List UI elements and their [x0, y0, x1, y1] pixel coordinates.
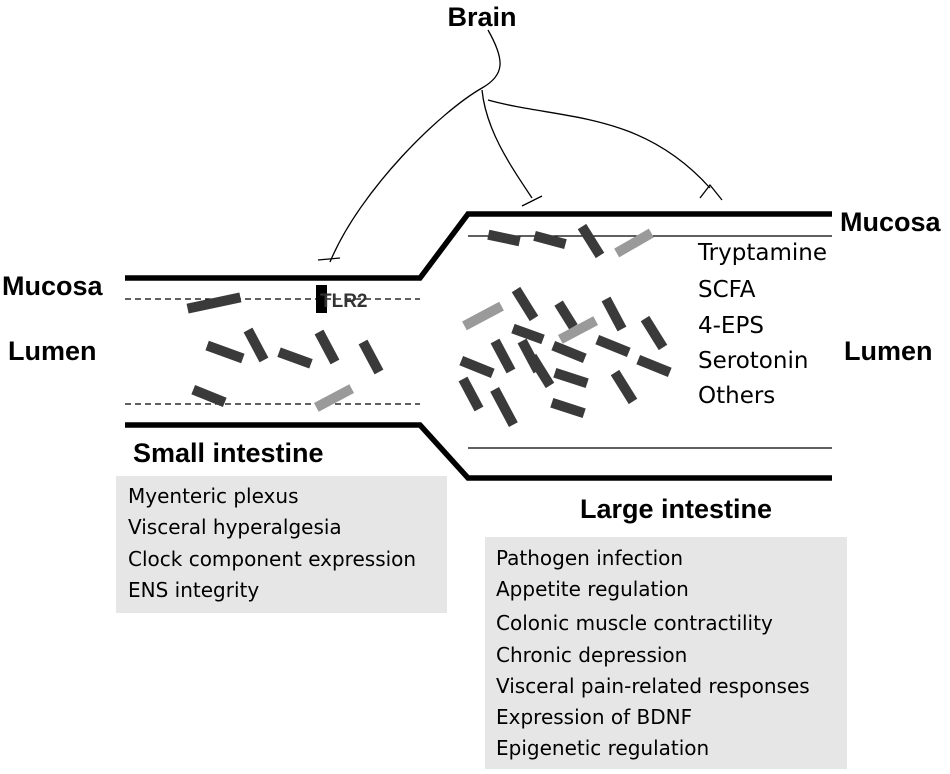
- bacterium: [314, 329, 340, 365]
- upper-mucosa-wall: [125, 211, 832, 281]
- bacterium: [533, 231, 567, 249]
- effect-item: Clock component expression: [128, 547, 416, 571]
- bacterium: [601, 296, 627, 332]
- effect-item: Visceral pain-related responses: [496, 674, 810, 698]
- bacterium-light: [313, 384, 355, 412]
- tlr2-receptor: [316, 285, 327, 313]
- lumen-label-right: Lumen: [844, 336, 933, 366]
- bacterium: [595, 334, 631, 358]
- effect-item: Visceral hyperalgesia: [128, 515, 342, 539]
- bacterium: [277, 347, 313, 369]
- bacterium: [487, 229, 521, 247]
- small-intestine-effects-box: [116, 476, 447, 613]
- effect-item: Appetite regulation: [496, 577, 689, 601]
- bacterium: [205, 340, 245, 364]
- mucosa-label-right: Mucosa: [840, 207, 942, 237]
- effect-item: Chronic depression: [496, 643, 687, 667]
- metabolite-item: Tryptamine: [697, 240, 827, 266]
- bacterium: [577, 223, 605, 259]
- nerve-ending-small: [317, 257, 341, 261]
- bacterium-light: [462, 301, 504, 331]
- bacteria-large-intestine: [458, 223, 672, 428]
- bacterium: [458, 376, 484, 412]
- nerve-ending-large-2: [699, 183, 723, 201]
- small-intestine-effects-list: Myenteric plexus Visceral hyperalgesia C…: [128, 484, 416, 602]
- bacterium: [511, 286, 539, 322]
- brain-label: Brain: [447, 2, 516, 32]
- lower-wall: [125, 422, 832, 481]
- nerve-to-large-intestine-1: [481, 89, 533, 199]
- effect-item: ENS integrity: [128, 578, 259, 602]
- bacterium: [459, 355, 495, 379]
- effect-item: Colonic muscle contractility: [496, 611, 773, 635]
- effect-item: Epigenetic regulation: [496, 736, 709, 760]
- metabolite-item: Serotonin: [698, 348, 808, 374]
- bacterium: [186, 292, 242, 314]
- effect-item: Myenteric plexus: [128, 484, 299, 508]
- tlr2-label: TLR2: [320, 291, 368, 312]
- bacterium: [610, 369, 638, 405]
- large-intestine-effects-box: [485, 537, 847, 769]
- bacterium: [550, 397, 586, 419]
- nerve-to-large-intestine-2: [487, 99, 711, 189]
- bacterium: [527, 353, 555, 389]
- lumen-label-left: Lumen: [8, 336, 97, 366]
- bacterium: [636, 354, 672, 378]
- bacterium: [551, 340, 587, 364]
- bacterium: [554, 300, 578, 330]
- bacterium: [640, 315, 668, 351]
- metabolite-item: Others: [698, 383, 775, 409]
- bacterium: [191, 384, 227, 408]
- bacterium: [553, 367, 589, 389]
- metabolite-item: 4-EPS: [698, 313, 764, 339]
- effect-item: Expression of BDNF: [496, 705, 692, 729]
- metabolite-item: SCFA: [698, 277, 756, 303]
- effect-item: Pathogen infection: [496, 546, 683, 570]
- bacterium: [490, 386, 518, 428]
- small-intestine-title: Small intestine: [133, 438, 324, 468]
- large-intestine-effects-list: Pathogen infection Appetite regulation C…: [496, 546, 810, 760]
- intestine-walls: [125, 211, 832, 481]
- bacterium: [511, 323, 545, 345]
- bacterium-light: [557, 316, 599, 344]
- mucosa-label-left: Mucosa: [2, 271, 104, 301]
- bacteria-small-intestine: [186, 292, 384, 412]
- bacterium-light: [614, 228, 654, 258]
- bacterium: [358, 339, 384, 375]
- nerve-ending-large-1: [521, 195, 543, 207]
- large-intestine-title: Large intestine: [580, 494, 772, 524]
- nerve-fibers: [317, 29, 723, 263]
- bacterium: [243, 327, 269, 363]
- bacterium: [490, 338, 516, 374]
- nerve-to-small-intestine: [329, 29, 501, 263]
- metabolite-list: Tryptamine SCFA 4-EPS Serotonin Others: [697, 240, 827, 409]
